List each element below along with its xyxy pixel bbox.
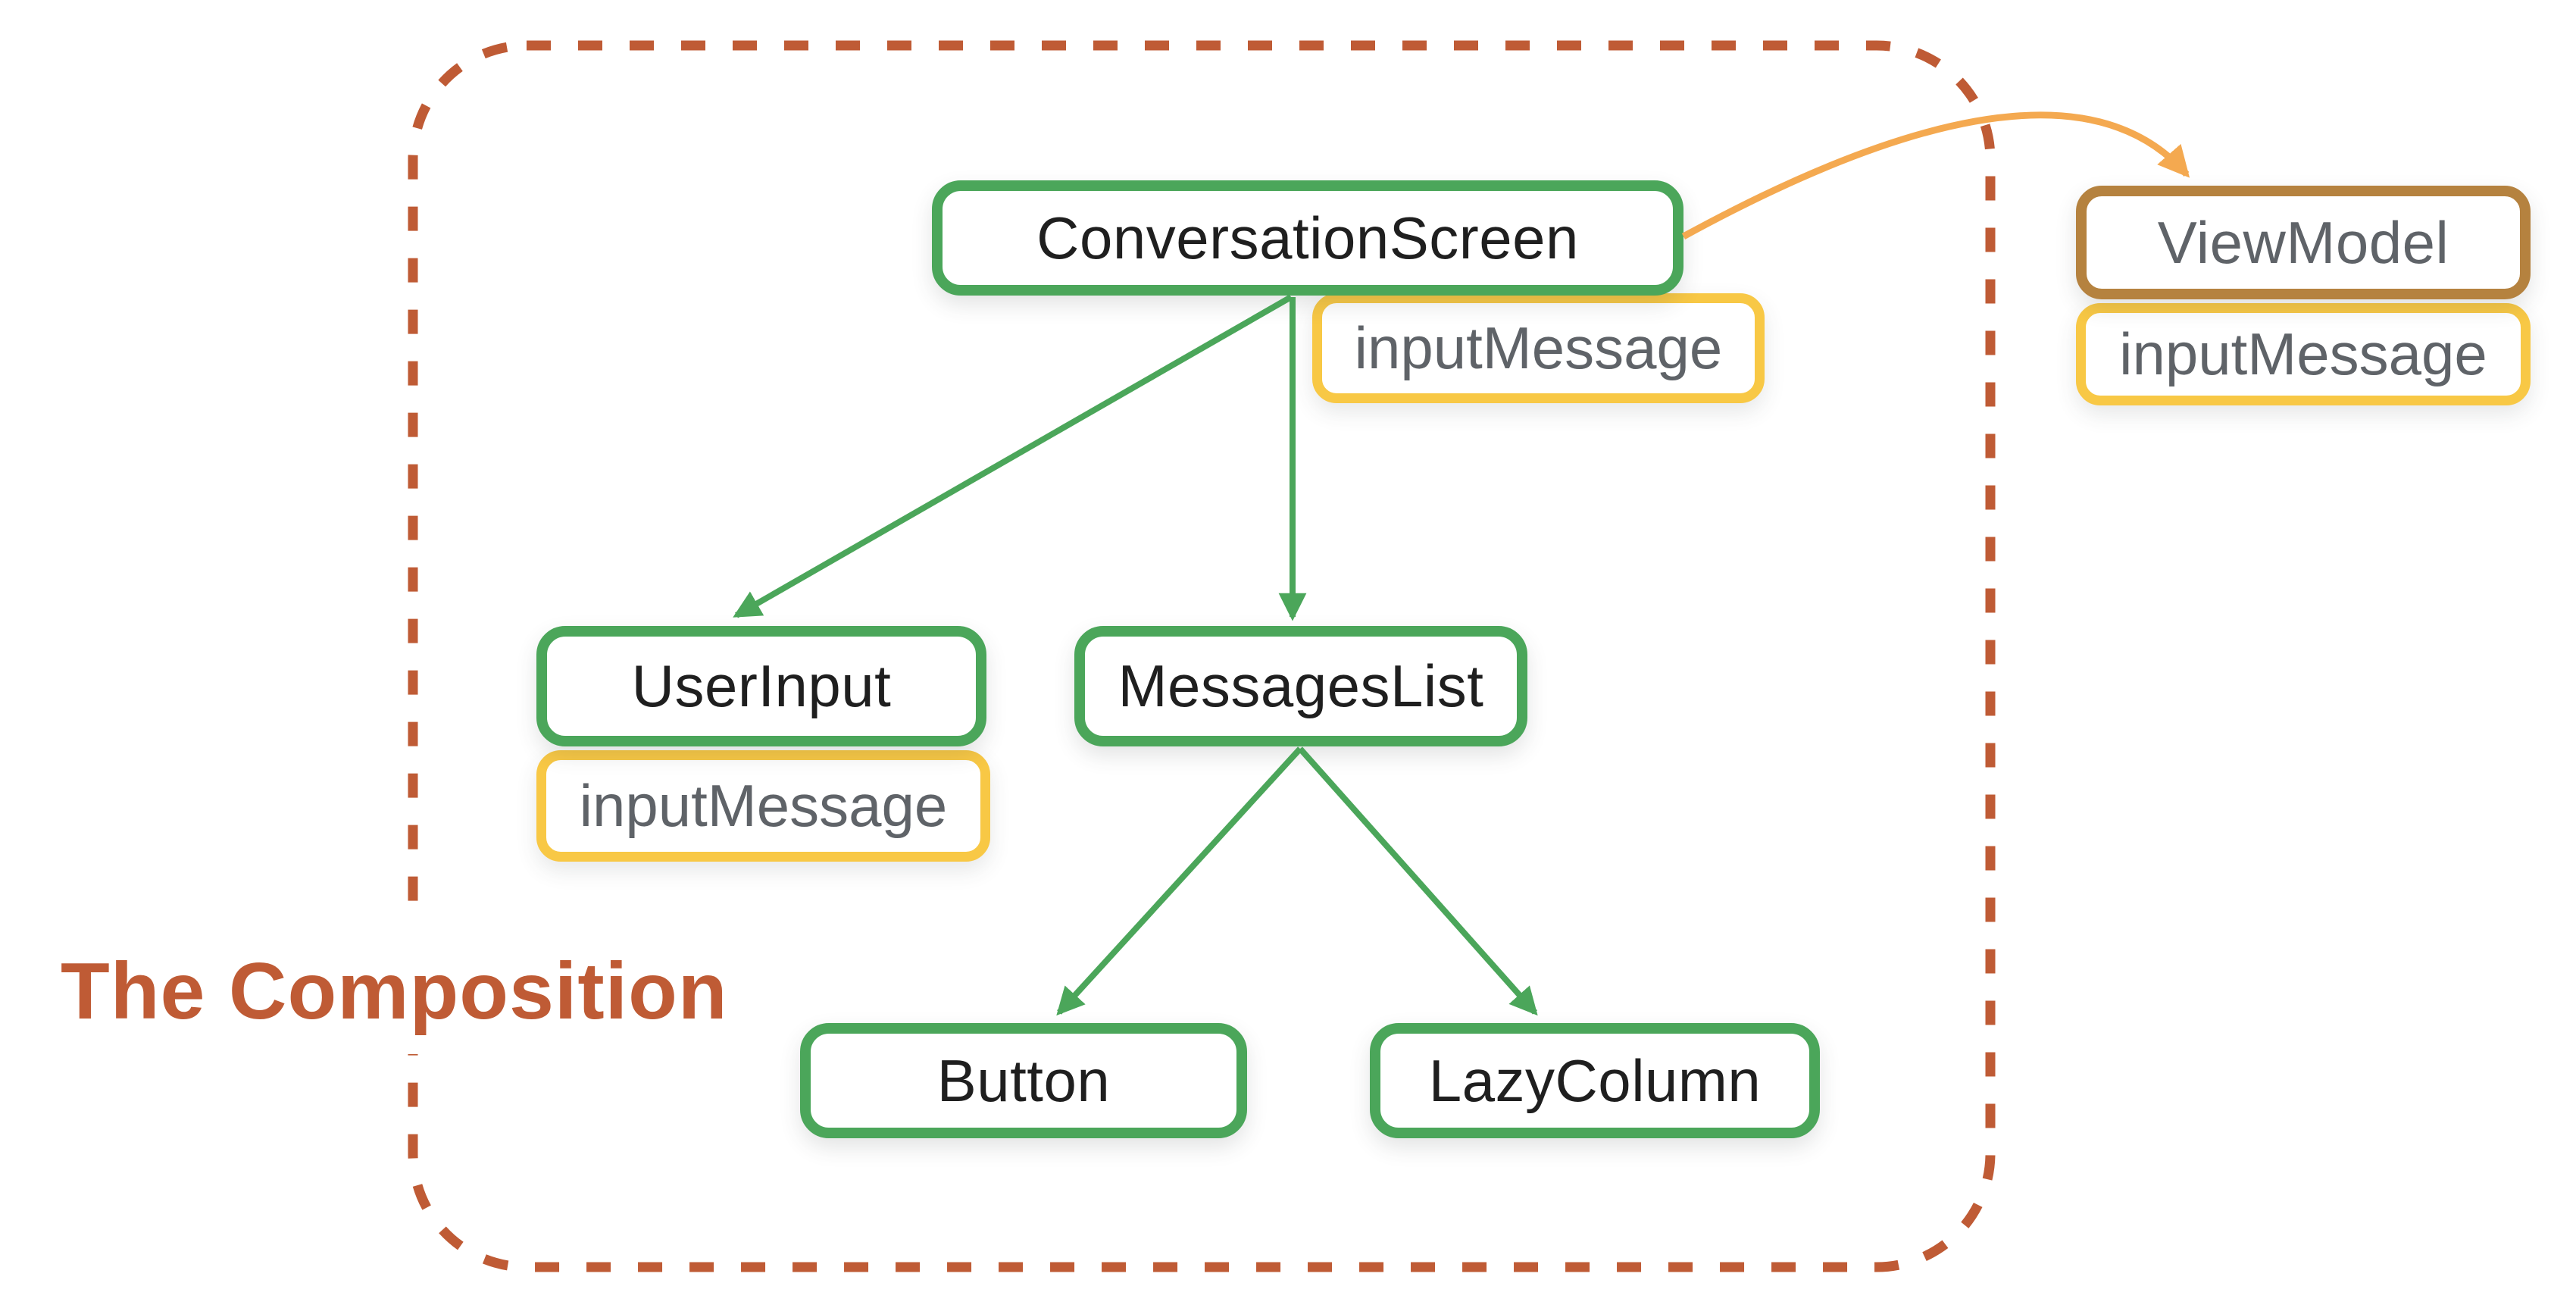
node-lazy-column: LazyColumn — [1370, 1023, 1820, 1138]
node-conversation-screen: ConversationScreen — [932, 180, 1683, 296]
node-messages-list-label: MessagesList — [1118, 652, 1484, 719]
node-messages-list: MessagesList — [1074, 626, 1527, 746]
node-user-input: UserInput — [536, 626, 986, 746]
edge-conversationscreen-to-userinput-arrow — [733, 294, 1293, 618]
node-user-input-label: UserInput — [631, 652, 892, 719]
edge-messageslist-to-button-arrow — [1056, 746, 1302, 1016]
composition-caption: The Composition — [39, 909, 749, 1054]
node-button-label: Button — [936, 1047, 1111, 1114]
badge-user-input-input-message-label: inputMessage — [579, 772, 948, 839]
composition-caption-text: The Composition — [61, 947, 728, 1036]
node-view-model-label: ViewModel — [2157, 208, 2449, 276]
node-view-model: ViewModel — [2076, 186, 2531, 299]
badge-view-model-input-message: inputMessage — [2076, 303, 2531, 405]
badge-conversation-screen-input-message-label: inputMessage — [1354, 314, 1723, 381]
node-button: Button — [800, 1023, 1247, 1138]
badge-user-input-input-message: inputMessage — [536, 750, 990, 862]
edge-messageslist-to-lazycolumn-arrow — [1298, 746, 1538, 1016]
badge-conversation-screen-input-message: inputMessage — [1312, 293, 1765, 403]
node-lazy-column-label: LazyColumn — [1428, 1047, 1762, 1114]
badge-view-model-input-message-label: inputMessage — [2119, 321, 2487, 387]
node-conversation-screen-label: ConversationScreen — [1036, 204, 1579, 271]
